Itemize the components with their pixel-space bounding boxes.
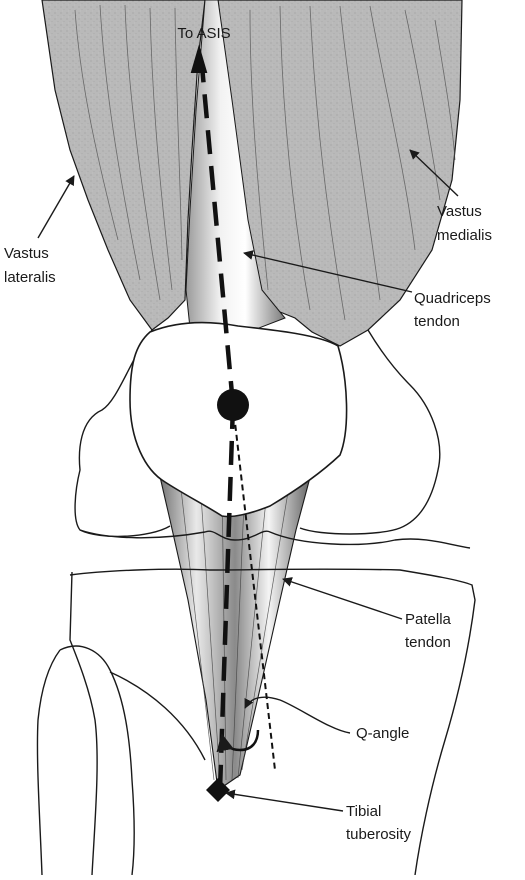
label-q-angle: Q-angle xyxy=(356,725,409,742)
axis-lines xyxy=(190,44,276,802)
label-vastus-lateralis-1: Vastus xyxy=(4,245,49,262)
asis-arrow xyxy=(190,44,208,73)
patella-tendon-group xyxy=(157,467,313,791)
patella-dashed-line xyxy=(232,404,276,771)
tibial-tuberosity-arrow xyxy=(225,789,344,812)
label-vastus-lateralis-2: lateralis xyxy=(4,269,56,286)
label-vastus-medialis-1: Vastus xyxy=(437,203,482,220)
patella-tendon-arrow xyxy=(282,577,403,620)
label-vastus-medialis-2: medialis xyxy=(437,227,492,244)
label-patella-tendon-2: tendon xyxy=(405,634,451,651)
annotation-arrows xyxy=(37,149,459,812)
quadriceps-tendon-arrow xyxy=(243,250,413,293)
patella-center-dot xyxy=(217,389,249,421)
label-quadriceps-tendon-2: tendon xyxy=(414,313,460,330)
quadriceps-tendon-shape xyxy=(185,0,286,337)
label-tibial-tuberosity-1: Tibial xyxy=(346,803,381,820)
q-angle-arrow xyxy=(244,696,351,734)
label-tibial-tuberosity-2: tuberosity xyxy=(346,826,412,843)
thigh-muscles xyxy=(41,0,463,347)
vastus-medialis-arrow xyxy=(409,149,459,197)
q-angle-arc xyxy=(216,729,260,753)
vastus-lateralis-arrow xyxy=(37,175,75,239)
label-quadriceps-tendon-1: Quadriceps xyxy=(414,290,491,307)
labels: To ASIS Vastus lateralis Vastus medialis… xyxy=(4,25,492,843)
asis-dashed-line xyxy=(199,65,236,406)
fibula-outline xyxy=(36,649,61,876)
tibial-dashed-line xyxy=(217,404,236,791)
patella-tendon-shape xyxy=(157,467,313,791)
vastus-lateralis-muscle xyxy=(41,0,206,331)
label-to-asis: To ASIS xyxy=(177,25,230,42)
tibia-outline xyxy=(69,568,476,876)
joint-line xyxy=(79,529,471,549)
tibia-fibula-outline xyxy=(36,529,476,876)
label-patella-tendon-1: Patella xyxy=(405,611,452,628)
tibial-tuberosity-diamond xyxy=(206,778,230,802)
